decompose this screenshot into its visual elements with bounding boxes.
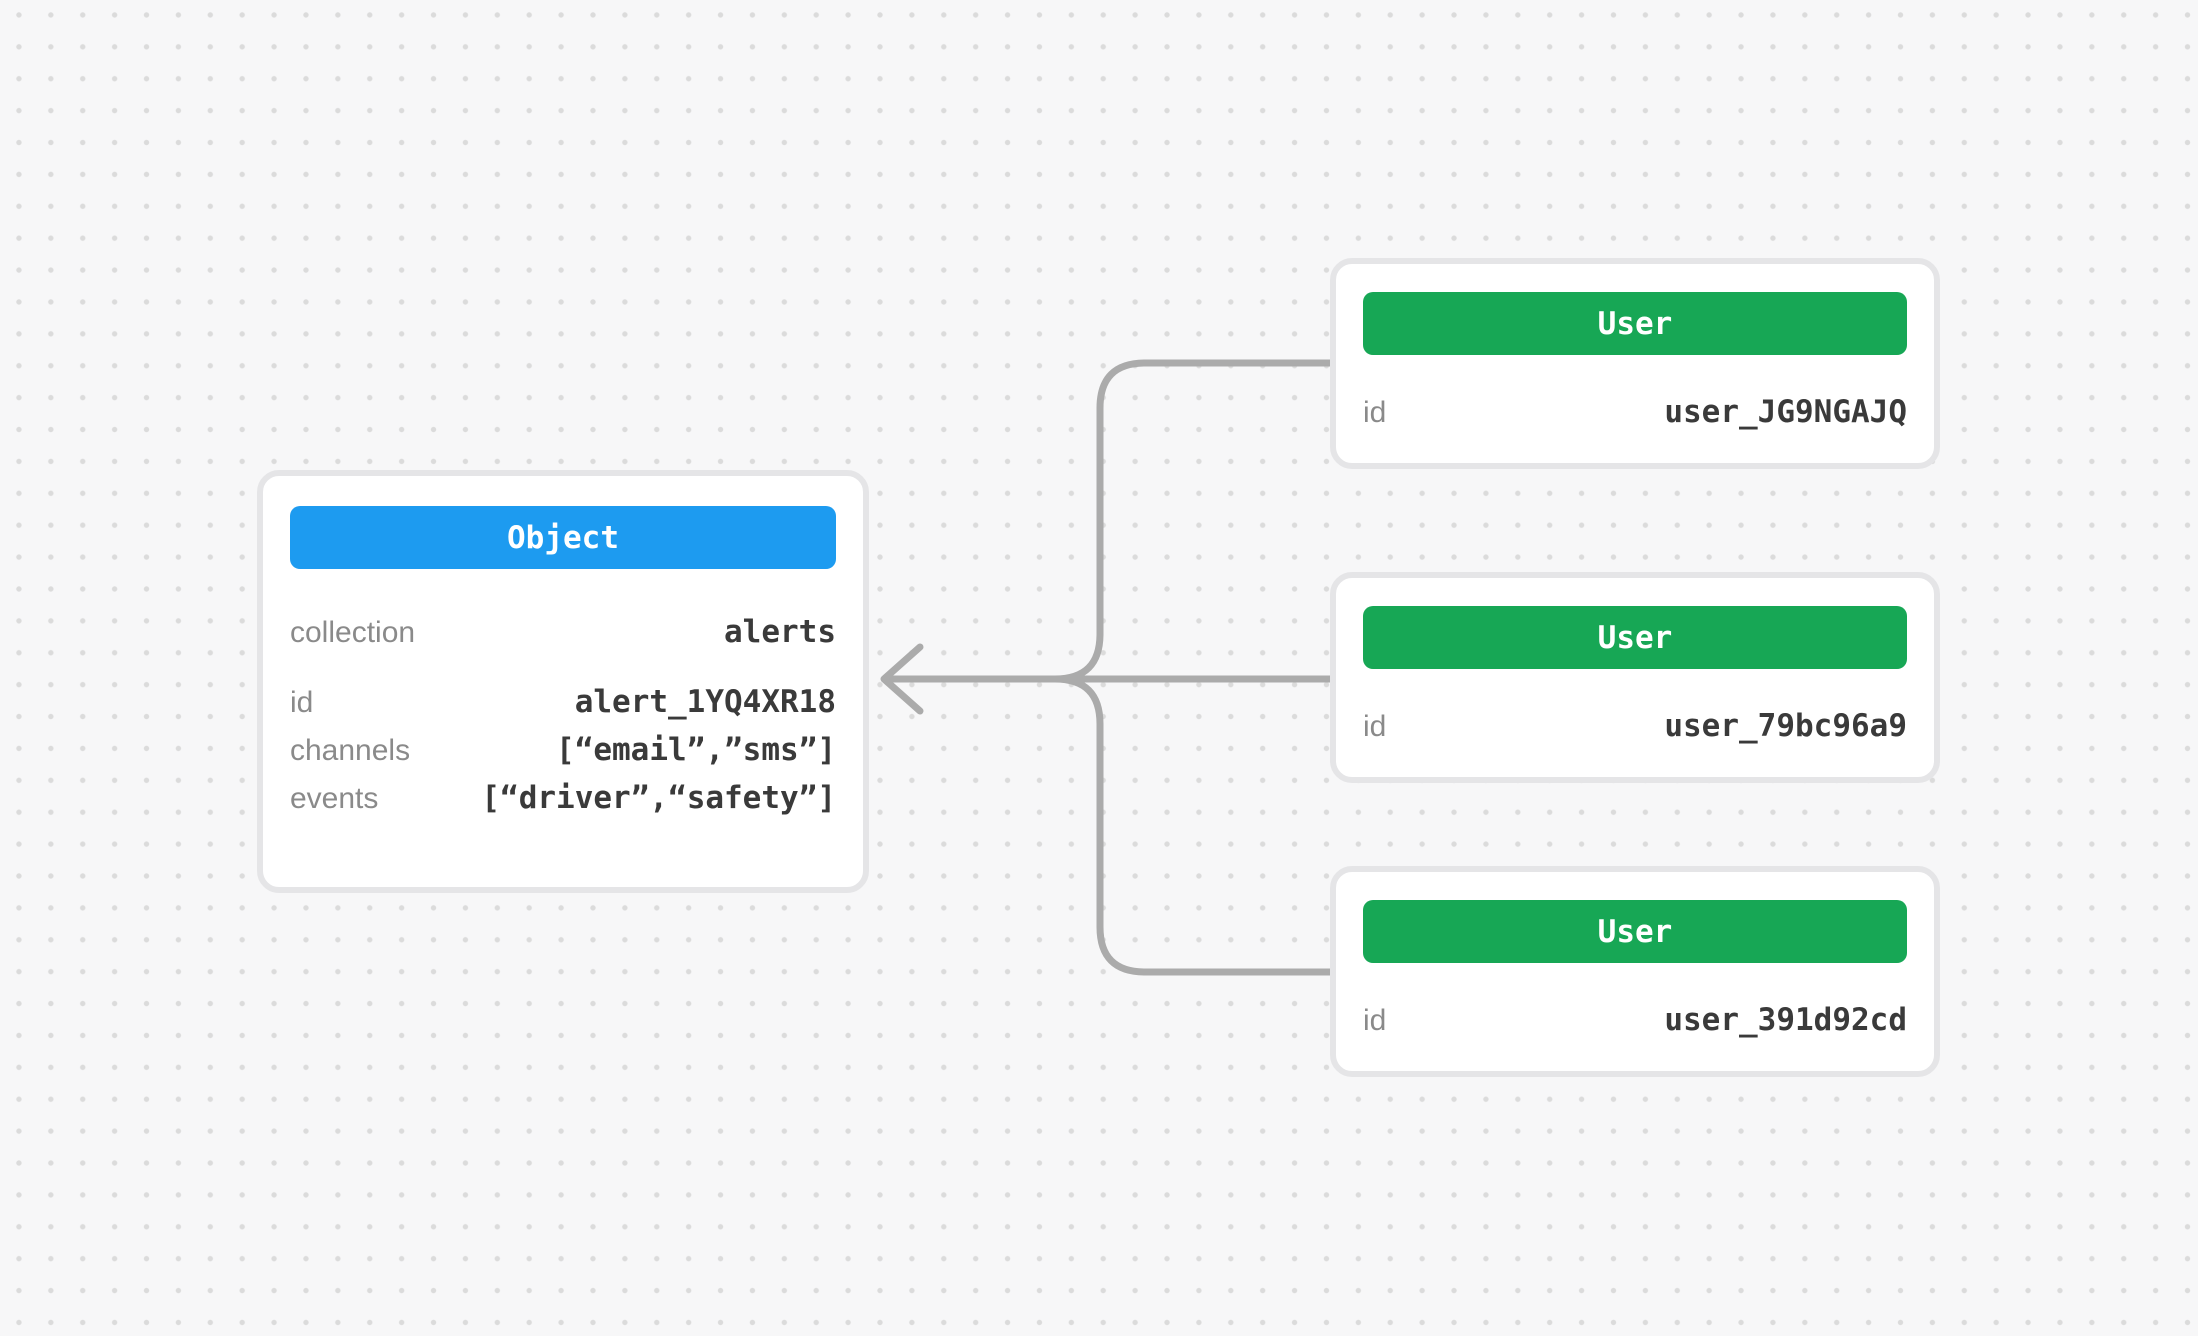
object-card-title: Object	[507, 519, 619, 556]
field-row-channels: channels [“email”,”sms”]	[290, 732, 836, 768]
field-label: id	[1363, 710, 1387, 743]
field-value: user_79bc96a9	[1664, 708, 1907, 744]
connector-top-branch	[1051, 359, 1337, 683]
user-card-header: User	[1363, 292, 1907, 355]
user-card-2[interactable]: User id user_79bc96a9	[1330, 572, 1940, 783]
object-card[interactable]: Object collection alerts id alert_1YQ4XR…	[257, 470, 869, 893]
field-label: id	[290, 686, 314, 719]
object-card-header: Object	[290, 506, 836, 569]
user-card-1[interactable]: User id user_JG9NGAJQ	[1330, 258, 1940, 469]
field-value: alerts	[724, 614, 836, 650]
field-row-id: id user_JG9NGAJQ	[1363, 394, 1907, 430]
field-row-id: id user_391d92cd	[1363, 1002, 1907, 1038]
user-card-title: User	[1597, 619, 1673, 656]
field-label: id	[1363, 396, 1387, 429]
user-card-title: User	[1597, 913, 1673, 950]
field-value: [“email”,”sms”]	[556, 732, 836, 768]
user-card-3[interactable]: User id user_391d92cd	[1330, 866, 1940, 1077]
field-label: collection	[290, 616, 416, 649]
field-label: events	[290, 782, 379, 815]
field-label: id	[1363, 1004, 1387, 1037]
field-row-events: events [“driver”,“safety”]	[290, 780, 836, 816]
arrowhead-icon	[880, 643, 924, 715]
user-card-header: User	[1363, 606, 1907, 669]
field-value: user_JG9NGAJQ	[1664, 394, 1907, 430]
field-value: alert_1YQ4XR18	[574, 684, 836, 720]
field-label: channels	[290, 734, 411, 767]
connector-bottom-branch	[1051, 675, 1337, 976]
user-card-title: User	[1597, 305, 1673, 342]
user-card-header: User	[1363, 900, 1907, 963]
field-row-collection: collection alerts	[290, 614, 836, 650]
field-value: user_391d92cd	[1664, 1002, 1907, 1038]
field-value: [“driver”,“safety”]	[481, 780, 836, 816]
field-row-id: id alert_1YQ4XR18	[290, 684, 836, 720]
field-row-id: id user_79bc96a9	[1363, 708, 1907, 744]
